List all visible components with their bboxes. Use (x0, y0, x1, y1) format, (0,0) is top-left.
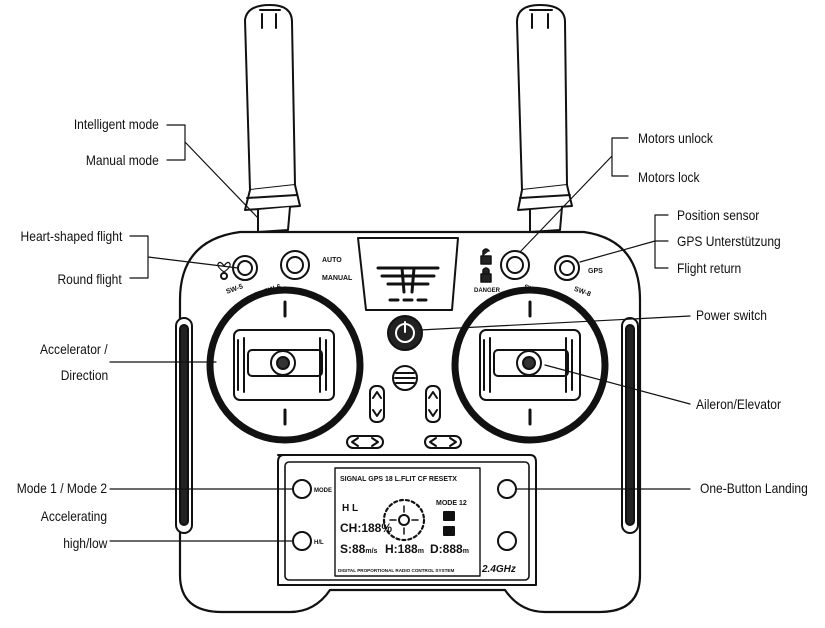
label-manual: MANUAL (322, 275, 353, 282)
label-accelerating-1: Accelerating (40, 508, 107, 524)
label-round-flight: Round flight (57, 271, 122, 287)
switch-sw7[interactable] (500, 250, 530, 280)
lcd-distance: D:888m (430, 542, 469, 556)
label-mode-button: MODE (314, 488, 332, 494)
lcd-row1: SIGNAL GPS 18 L.FLIT CF RESETX (340, 476, 457, 483)
lcd-speed: S:88m/s (340, 542, 378, 556)
lcd-compass (382, 498, 426, 542)
label-intelligent-mode: Intelligent mode (73, 116, 159, 132)
hl-button[interactable] (292, 531, 312, 551)
label-mode-switch: Mode 1 / Mode 2 (16, 480, 107, 496)
right-stick[interactable] (451, 286, 609, 444)
label-flight-return: Flight return (677, 260, 742, 276)
label-gps-support: GPS Unterstützung (677, 233, 781, 249)
heart-icon (217, 261, 231, 273)
label-accelerating-2: high/low (62, 535, 107, 551)
landing-button[interactable] (497, 479, 517, 499)
right-vertical-trim[interactable] (425, 385, 441, 423)
label-auto: AUTO (322, 257, 342, 264)
trim-wheel[interactable] (392, 365, 418, 391)
left-antenna (244, 4, 301, 233)
lcd-camera-icon (443, 526, 455, 536)
label-aileron-elevator: Aileron/Elevator (696, 396, 781, 412)
label-danger: DANGER (474, 288, 501, 294)
label-motors-unlock: Motors unlock (638, 130, 713, 146)
lcd-band: 2.4GHz (481, 564, 516, 575)
lcd-height: H:188m (385, 542, 424, 556)
return-button[interactable] (497, 531, 517, 551)
label-hl-button: H/L (314, 540, 324, 546)
switch-sw5[interactable] (232, 255, 258, 281)
callout-lines (109, 124, 691, 542)
logo-plate (357, 237, 459, 311)
label-position-sensor: Position sensor (677, 207, 760, 223)
lcd-hl: H L (342, 503, 358, 514)
switch-sw6[interactable] (280, 250, 310, 280)
lcd-ch: CH:188% (340, 521, 392, 535)
lcd-mode: MODE 12 (436, 500, 467, 507)
switch-sw8[interactable] (554, 255, 580, 281)
label-gps: GPS (588, 268, 603, 275)
left-stick[interactable] (206, 286, 364, 444)
unlock-icon (480, 248, 492, 265)
label-heart-shaped-flight: Heart-shaped flight (20, 228, 122, 244)
left-vertical-trim[interactable] (369, 385, 385, 423)
label-accelerator-direction-1: Accelerator / (40, 341, 108, 357)
power-button[interactable] (387, 315, 423, 351)
label-accelerator-direction-2: Direction (60, 367, 108, 383)
label-manual-mode: Manual mode (86, 152, 159, 168)
label-power-switch: Power switch (696, 307, 767, 323)
lcd-bottom-caption: DIGITAL PROPORTIONAL RADIO CONTROL SYSTE… (338, 568, 454, 573)
label-motors-lock: Motors lock (638, 169, 700, 185)
label-one-button-landing: One-Button Landing (700, 480, 808, 496)
lcd-battery-icon (443, 511, 455, 521)
round-flight-icon (220, 272, 228, 280)
right-antenna (516, 4, 573, 233)
mode-button[interactable] (292, 479, 312, 499)
lock-icon (480, 267, 492, 283)
